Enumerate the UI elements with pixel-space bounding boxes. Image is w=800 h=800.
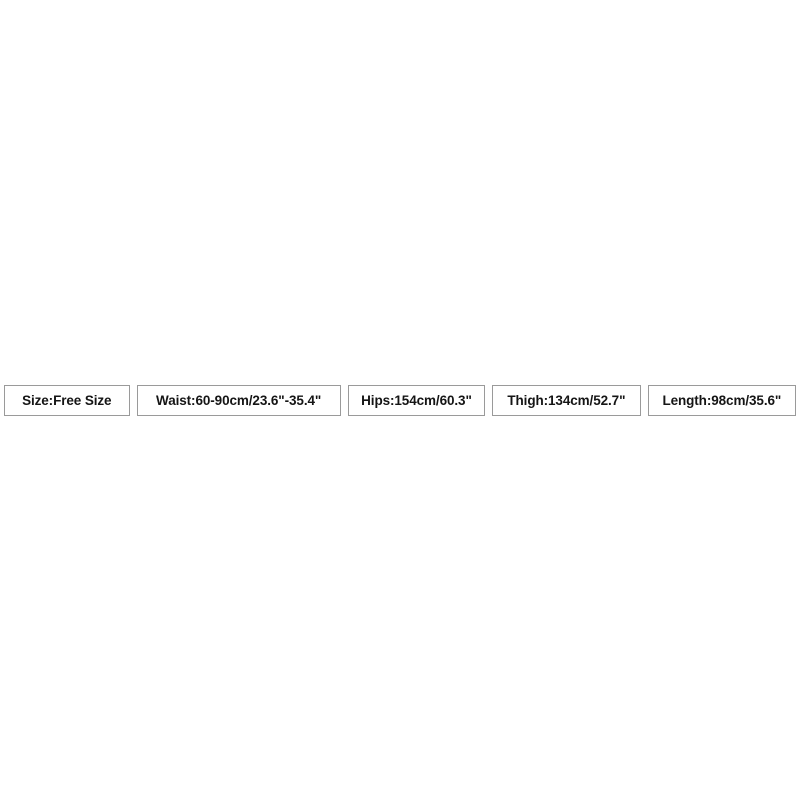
product-image-area — [0, 0, 800, 385]
size-chart-cell-thigh: Thigh:134cm/52.7" — [492, 385, 641, 416]
size-chart-cell-thigh-text: Thigh:134cm/52.7" — [507, 392, 626, 408]
size-chart-cell-waist-text: Waist:60-90cm/23.6"-35.4" — [156, 392, 322, 408]
size-chart-cell-length: Length:98cm/35.6" — [647, 385, 797, 416]
size-chart-cell-hips: Hips:154cm/60.3" — [347, 385, 486, 416]
size-chart-table: Size:Free Size Waist:60-90cm/23.6"-35.4"… — [4, 385, 797, 416]
size-chart-cell-size: Size:Free Size — [4, 385, 130, 416]
size-chart-cell-length-text: Length:98cm/35.6" — [662, 392, 782, 408]
size-chart-cell-size-text: Size:Free Size — [22, 392, 112, 408]
size-chart-cell-waist: Waist:60-90cm/23.6"-35.4" — [136, 385, 341, 416]
size-chart-cell-hips-text: Hips:154cm/60.3" — [361, 392, 472, 408]
blank-area-below-chart — [0, 417, 800, 800]
